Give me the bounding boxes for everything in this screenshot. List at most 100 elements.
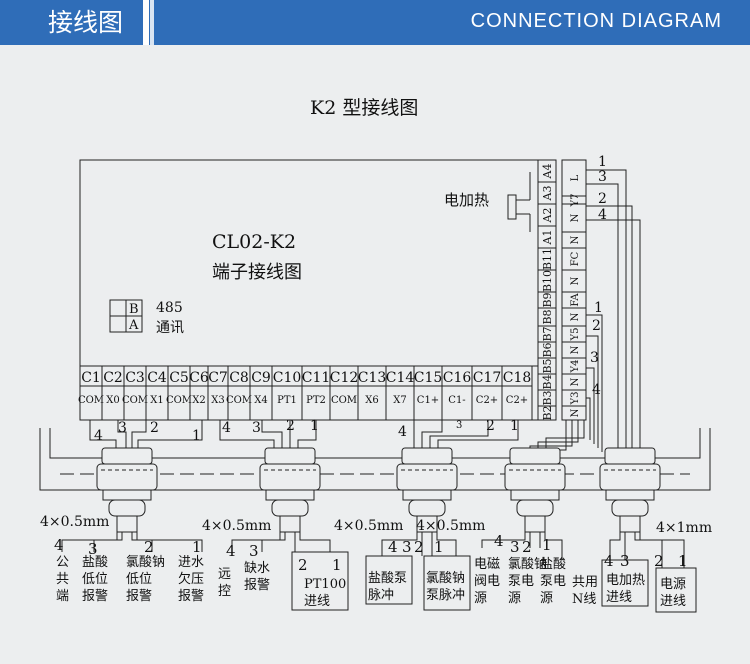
wire-number: 2 <box>654 552 664 570</box>
wire-number: 4 <box>604 552 614 570</box>
right-terminal-function: N <box>570 276 581 285</box>
terminal-id: C18 <box>503 370 532 386</box>
right-terminal-function: FA <box>570 293 581 307</box>
terminal-function: C2+ <box>476 395 498 406</box>
terminal-function: X2 <box>192 395 205 406</box>
terminal-id: C5 <box>169 370 189 386</box>
section-subtitle: CONNECTION DIAGRAM <box>470 10 722 32</box>
wire-number: 2 <box>522 538 532 556</box>
terminal-function: PT2 <box>306 395 326 406</box>
cable-spec-4: 4×0.5mm <box>416 518 485 534</box>
output-label: 盐酸泵电源 <box>540 557 566 606</box>
right-terminal-function: Y3 <box>570 392 581 406</box>
terminal-function: COM <box>166 395 192 406</box>
right-terminal-id: B9 <box>541 292 554 307</box>
wire-number: 2 <box>286 418 295 434</box>
wire-number: 1 <box>678 552 688 570</box>
wire-number: 4 <box>494 532 504 550</box>
terminal-id: C12 <box>330 370 359 386</box>
rs485-b-label: B <box>129 302 139 317</box>
wire-number: 4 <box>398 424 407 440</box>
output-label: 远控 <box>218 567 231 599</box>
terminal-id: C3 <box>125 370 145 386</box>
wire-number: 1 <box>332 556 342 574</box>
cable-spec-5: 4×1mm <box>656 520 712 536</box>
terminal-id: C15 <box>414 370 443 386</box>
right-terminal-id: A3 <box>541 186 554 202</box>
terminal-id: C2 <box>103 370 123 386</box>
terminal-id: C10 <box>273 370 302 386</box>
wire-number: 1 <box>310 418 319 434</box>
output-label: 电加热进线 <box>606 573 645 605</box>
right-terminal-id: B10 <box>541 270 554 292</box>
terminal-function: C2+ <box>506 395 528 406</box>
wire-number: 3 <box>510 538 520 556</box>
wire-number: 4 <box>592 382 601 398</box>
right-terminal-function: Y4 <box>570 360 581 374</box>
right-terminal-id: A2 <box>541 208 554 224</box>
terminal-id: C7 <box>208 370 228 386</box>
right-terminal-id: B5 <box>541 358 554 373</box>
output-label: 缺水报警 <box>244 561 270 593</box>
right-terminal-function: N <box>570 408 581 417</box>
heater-element <box>507 194 517 220</box>
heater-label: 电加热 <box>444 191 489 209</box>
output-label: 进水欠压报警 <box>178 555 204 604</box>
right-terminal-id: A1 <box>541 230 554 246</box>
output-label: 盐酸低位报警 <box>82 555 108 604</box>
right-terminal-id: B4 <box>541 374 554 389</box>
right-terminal-function: N <box>570 377 581 386</box>
wire-number: 3 <box>88 540 98 558</box>
wire-number: 4 <box>598 207 607 223</box>
cable-gland <box>396 447 458 533</box>
terminal-function: C1- <box>448 395 465 406</box>
header-divider <box>143 0 149 45</box>
wire-number: 1 <box>192 428 201 444</box>
right-terminal-id: B2 <box>541 405 554 420</box>
terminal-function: X7 <box>393 395 406 406</box>
wire-number: 1 <box>192 538 202 556</box>
right-terminal-function: N <box>570 345 581 354</box>
rs485-label: 485 <box>156 300 183 316</box>
terminal-id: C11 <box>302 370 331 386</box>
terminal-function: X6 <box>365 395 378 406</box>
right-terminal-id: B7 <box>541 326 554 341</box>
wire-number: 3 <box>590 350 599 366</box>
output-label: 氯酸钠泵电源 <box>508 557 547 606</box>
right-terminal-function: Y5 <box>570 328 581 342</box>
section-header: 接线图 CONNECTION DIAGRAM <box>0 0 750 45</box>
cable-gland <box>259 447 321 533</box>
wire-number: 1 <box>594 300 603 316</box>
terminal-function: C1+ <box>417 395 439 406</box>
model-name: CL02-K2 <box>212 231 296 253</box>
right-terminal-function: Y7 <box>570 194 581 208</box>
terminal-function: X1 <box>150 395 163 406</box>
right-terminal-function: N <box>570 213 581 222</box>
wire-number: 2 <box>144 538 154 556</box>
cable-gland <box>504 447 566 533</box>
wire-number: 2 <box>150 420 159 436</box>
wire-number: 3 <box>598 169 607 185</box>
wire-number: 2 <box>592 318 601 334</box>
cable-spec-2: 4×0.5mm <box>202 518 271 534</box>
output-label: 氯酸钠低位报警 <box>126 555 165 604</box>
wire-number: 3 <box>620 552 630 570</box>
terminal-function: PT1 <box>277 395 297 406</box>
output-label: 电磁阀电源 <box>474 557 500 606</box>
terminal-function: COM <box>331 395 357 406</box>
terminal-function: X3 <box>211 395 224 406</box>
wire-number: 1 <box>542 536 552 554</box>
wire-number: 4 <box>226 542 236 560</box>
output-label: 盐酸泵脉冲 <box>368 571 407 603</box>
cable-tray <box>39 428 711 491</box>
cable-spec-1: 4×0.5mm <box>40 514 109 530</box>
terminal-id: C16 <box>443 370 472 386</box>
wire-number: 3 <box>252 420 261 436</box>
cable-gland <box>96 447 158 533</box>
terminal-id: C14 <box>386 370 415 386</box>
terminal-function: COM <box>122 395 148 406</box>
wire-number: 3 <box>402 538 412 556</box>
